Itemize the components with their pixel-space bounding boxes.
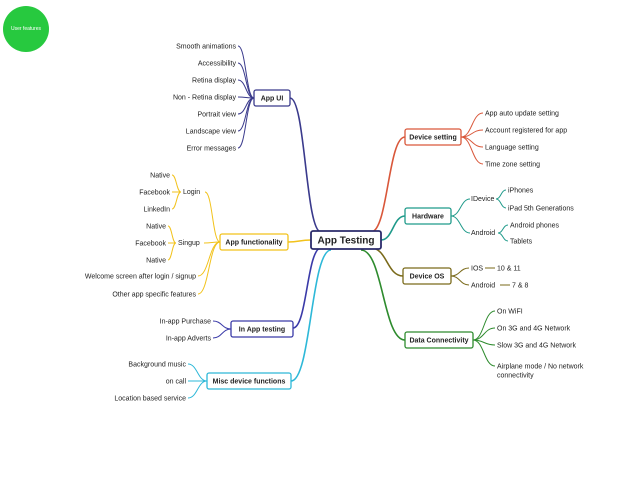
idevice-leaf: iPad 5th Generations — [508, 206, 574, 213]
device-os-node-label: Device OS — [410, 274, 445, 281]
connector — [472, 339, 496, 367]
connector — [167, 225, 177, 244]
root-box — [310, 230, 382, 250]
connector — [450, 267, 470, 277]
connector — [167, 242, 177, 261]
signup-leaf: Native — [146, 224, 166, 231]
group-label: Singup — [178, 240, 200, 247]
data-connectivity-node-label: Data Connectivity — [409, 338, 468, 345]
connector — [370, 136, 406, 233]
device-setting-node-label: Device setting — [409, 135, 456, 142]
app-functionality-node-label: App functionality — [225, 240, 282, 247]
os-version: 7 & 8 — [512, 283, 528, 290]
app-ui-leaf: Error messages — [187, 146, 237, 153]
os-label: Android — [471, 283, 495, 290]
app-ui-leaf: Portrait view — [197, 112, 236, 119]
connector — [237, 97, 255, 149]
os-label: IOS — [471, 266, 483, 273]
device-setting-leaf: Account registered for app — [485, 128, 567, 135]
android-leaf: Tablets — [510, 239, 533, 246]
connector — [212, 320, 232, 330]
connector — [495, 198, 507, 209]
connector — [450, 275, 470, 286]
app-ui-leaf: Retina display — [192, 78, 236, 85]
login-leaf: LinkedIn — [144, 207, 171, 214]
connector — [497, 224, 509, 234]
connector — [360, 249, 406, 341]
connector — [287, 239, 312, 243]
connector — [204, 191, 221, 243]
connector — [289, 97, 322, 233]
hardware-node-label: Hardware — [412, 214, 444, 221]
connector — [472, 310, 496, 341]
connector — [290, 249, 332, 382]
connector — [380, 215, 406, 241]
connector — [197, 241, 221, 277]
connector — [187, 380, 208, 399]
login-leaf: Facebook — [139, 190, 170, 197]
in-app-testing-leaf: In-app Adverts — [166, 336, 212, 343]
misc-leaf: on call — [166, 379, 187, 386]
connector — [450, 215, 471, 234]
app-ui-leaf: Landscape view — [186, 129, 237, 136]
connector — [370, 247, 404, 277]
connector — [292, 247, 322, 329]
os-version: 10 & 11 — [497, 266, 521, 273]
connector — [450, 198, 471, 217]
android-leaf: Android phones — [510, 223, 560, 230]
root-label: App Testing — [317, 236, 374, 247]
connector — [472, 327, 496, 341]
app-ui-node-label: App UI — [261, 96, 284, 103]
signup-leaf: Native — [146, 258, 166, 265]
login-leaf: Native — [150, 173, 170, 180]
data-connectivity-leaf: Airplane mode / No network — [497, 364, 584, 371]
app-ui-leaf: Accessibility — [198, 61, 237, 68]
group-label: IDevice — [471, 196, 494, 203]
connector — [171, 174, 182, 193]
connector — [171, 191, 182, 210]
connector — [187, 363, 208, 382]
in-app-testing-leaf: In-app Purchase — [160, 319, 211, 326]
misc-leaf: Location based service — [114, 396, 186, 403]
data-connectivity-leaf: On 3G and 4G Network — [497, 326, 571, 333]
signup-leaf: Facebook — [135, 241, 166, 248]
idevice-leaf: iPhones — [508, 188, 534, 195]
data-connectivity-leaf: connectivity — [497, 373, 534, 380]
group-label: Android — [471, 230, 495, 237]
connector — [197, 241, 221, 295]
group-label: Login — [183, 189, 200, 196]
misc-leaf: Background music — [128, 362, 186, 369]
device-setting-leaf: Time zone setting — [485, 162, 540, 169]
connector — [212, 328, 232, 339]
connector — [495, 189, 507, 200]
device-setting-leaf: Language setting — [485, 145, 539, 152]
app-ui-leaf: Non - Retina display — [173, 95, 237, 102]
in-app-testing-node-label: In App testing — [239, 327, 285, 334]
misc-device-functions-node-label: Misc device functions — [213, 379, 286, 386]
device-setting-leaf: App auto update setting — [485, 111, 559, 118]
app-ui-leaf: Smooth animations — [176, 44, 236, 51]
data-connectivity-leaf: Slow 3G and 4G Network — [497, 343, 576, 350]
app-functionality-leaf: Other app specific features — [112, 292, 196, 299]
connector — [460, 136, 484, 165]
app-functionality-leaf: Welcome screen after login / signup — [85, 274, 196, 281]
data-connectivity-leaf: On WiFI — [497, 309, 523, 316]
connector — [497, 232, 509, 242]
user-features-badge: User features — [3, 6, 49, 52]
connector — [460, 112, 484, 138]
